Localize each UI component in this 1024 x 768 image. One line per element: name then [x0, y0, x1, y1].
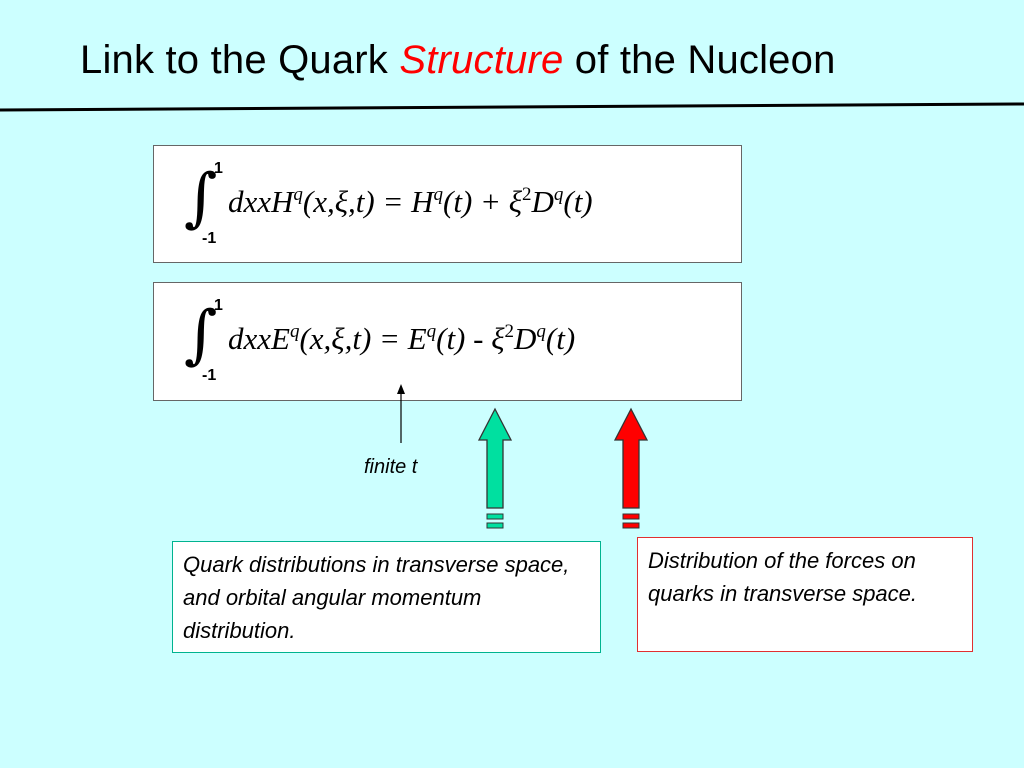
arguments: (x,ξ,t) = — [299, 321, 408, 356]
lower-limit: -1 — [202, 367, 217, 384]
title-text-start: Link to the Quark — [80, 38, 389, 82]
equation-box-h: ∫ 1 -1 dxxHq(x,ξ,t) = Hq(t) + ξ2Dq(t) — [153, 145, 742, 263]
finite-t-pointer-arrow — [397, 384, 405, 443]
equation-e-formula: dxxEq(x,ξ,t) = Eq(t) - ξ2Dq(t) — [228, 321, 575, 357]
upper-limit: 1 — [214, 297, 223, 314]
rhs-e: E — [407, 321, 427, 356]
rhs-d: D — [531, 184, 554, 219]
equation-h-formula: dxxHq(x,ξ,t) = Hq(t) + ξ2Dq(t) — [228, 184, 593, 220]
xi-power: 2 — [521, 184, 532, 205]
rhs-d-args: (t) — [563, 184, 593, 219]
superscript-q: q — [553, 184, 564, 205]
quark-distribution-note: Quark distributions in transverse space,… — [172, 541, 601, 653]
rhs-h-args: (t) + — [443, 184, 509, 219]
xi-symbol: ξ — [508, 184, 522, 219]
green-up-arrow — [477, 407, 513, 529]
xi-symbol: ξ — [491, 321, 505, 356]
equation-box-e: ∫ 1 -1 dxxEq(x,ξ,t) = Eq(t) - ξ2Dq(t) — [153, 282, 742, 401]
xi-power: 2 — [504, 321, 515, 342]
rhs-h: H — [411, 184, 434, 219]
superscript-q: q — [289, 321, 300, 342]
superscript-q: q — [293, 184, 303, 205]
slide-title: Link to the Quark Structure of the Nucle… — [80, 38, 836, 83]
rhs-d: D — [514, 321, 537, 356]
integral-sign: ∫ — [184, 298, 218, 372]
title-text-end: of the Nucleon — [574, 38, 836, 82]
integrand: dxxE — [228, 321, 290, 356]
lower-limit: -1 — [202, 230, 217, 247]
integral-sign: ∫ — [184, 161, 218, 235]
rhs-d-args: (t) — [545, 321, 576, 356]
finite-t-label: finite t — [364, 456, 418, 478]
force-distribution-note: Distribution of the forces on quarks in … — [637, 537, 973, 652]
superscript-q: q — [426, 321, 437, 342]
superscript-q: q — [536, 321, 546, 342]
arguments: (x,ξ,t) = — [302, 184, 412, 219]
red-up-arrow — [613, 407, 649, 529]
rhs-e-args: (t) - — [436, 321, 492, 356]
integrand: dxxH — [228, 184, 294, 219]
upper-limit: 1 — [214, 160, 223, 177]
superscript-q: q — [433, 184, 444, 205]
title-highlight: Structure — [399, 38, 564, 82]
